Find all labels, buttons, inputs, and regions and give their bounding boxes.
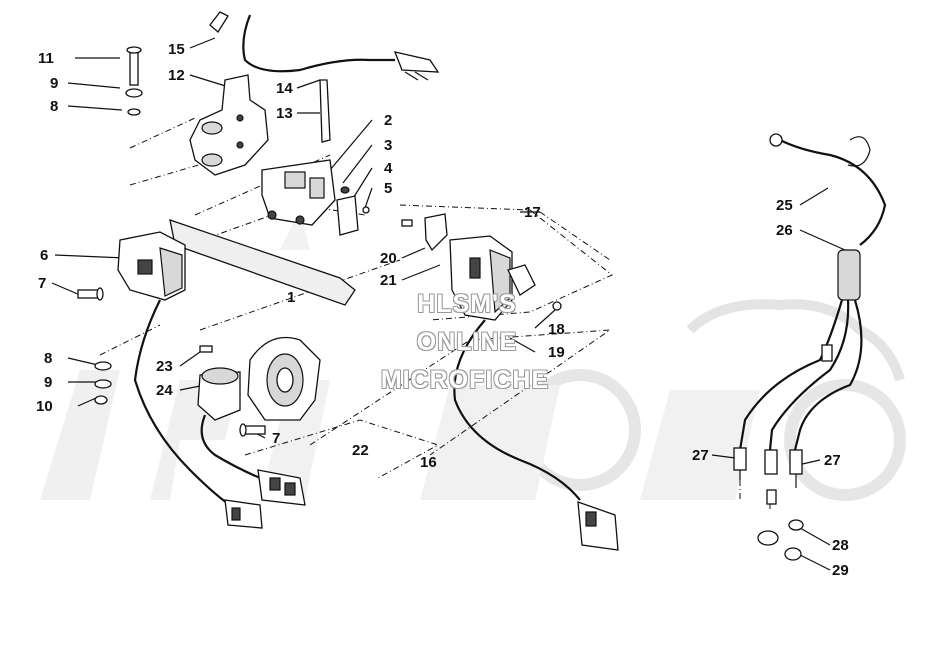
callout-3: 3 — [384, 137, 393, 154]
lockwasher-part-10 — [94, 395, 108, 405]
callout-1: 1 — [287, 289, 296, 306]
callout-21: 21 — [380, 272, 397, 289]
callout-13: 13 — [276, 105, 293, 122]
housing-part-17 — [449, 235, 513, 321]
connector-part-16 — [577, 501, 619, 551]
callout-5: 5 — [384, 180, 393, 197]
callout-7: 7 — [38, 275, 47, 292]
terminal-part-13 — [319, 79, 331, 143]
callout-23: 23 — [156, 358, 173, 375]
callout-22: 22 — [352, 442, 369, 459]
screw-part-7b — [239, 423, 266, 437]
screw-part-20 — [401, 219, 413, 227]
grip-housing-part-22 — [247, 336, 321, 421]
callout-16: 16 — [420, 454, 437, 471]
switch-body-part-2 — [261, 159, 336, 226]
housing-part-6 — [117, 231, 186, 301]
plate-part-4 — [336, 195, 359, 236]
callout-28: 28 — [832, 537, 849, 554]
ring-part-29 — [784, 547, 802, 561]
callout-19: 19 — [548, 344, 565, 361]
wire-part-16 — [453, 319, 581, 501]
watermark-line-3: MICROFICHE — [380, 366, 550, 394]
callout-7b: 7 — [272, 430, 281, 447]
spring-part-3 — [340, 186, 350, 194]
sensor-part-27b — [764, 449, 803, 505]
cable-part-14 — [209, 11, 440, 81]
nut-part-8b — [94, 361, 112, 371]
callout-11: 11 — [38, 50, 54, 67]
callout-29: 29 — [832, 562, 849, 579]
wire-harness-left — [133, 299, 231, 506]
background-logo — [40, 210, 906, 501]
harness-part-26 — [738, 133, 887, 451]
callout-9: 9 — [50, 75, 59, 92]
screw-part-7a — [77, 287, 104, 301]
sensor-part-27a — [733, 447, 747, 480]
callout-17: 17 — [524, 204, 541, 221]
callout-27b: 27 — [824, 452, 841, 469]
washer-part-9b — [94, 379, 112, 389]
screw-part-18 — [552, 301, 562, 311]
watermark-line-2: ONLINE — [416, 328, 518, 356]
screw-part-5 — [362, 206, 370, 214]
callout-8: 8 — [50, 98, 59, 115]
bolt-part-11 — [126, 46, 142, 86]
callout-18: 18 — [548, 321, 565, 338]
callout-27a: 27 — [692, 447, 709, 464]
callout-10: 10 — [36, 398, 53, 415]
callout-25: 25 — [776, 197, 793, 214]
callout-2: 2 — [384, 112, 393, 129]
callout-24: 24 — [156, 382, 173, 399]
leader-lines — [51, 37, 846, 571]
callout-12: 12 — [168, 67, 185, 84]
washer-part-9 — [125, 88, 143, 98]
callout-4: 4 — [384, 160, 393, 177]
wire-button — [200, 414, 266, 482]
watermark-line-1: HLSM'S — [417, 290, 517, 318]
switch-part-19 — [507, 264, 536, 296]
fitting-part-28 — [757, 519, 804, 546]
connector-left — [224, 499, 263, 529]
callout-14: 14 — [276, 80, 293, 97]
callout-8b: 8 — [44, 350, 53, 367]
handlebar-part-1 — [169, 219, 356, 306]
bracket-part-12 — [189, 74, 269, 176]
clip-part-20 — [424, 213, 448, 252]
connector-mid — [257, 469, 306, 506]
callout-26: 26 — [776, 222, 793, 239]
callout-9b: 9 — [44, 374, 53, 391]
callout-6: 6 — [40, 247, 49, 264]
callout-20: 20 — [380, 250, 397, 267]
nut-part-8 — [127, 108, 141, 116]
screw-part-23 — [199, 345, 213, 353]
button-part-24 — [197, 367, 241, 421]
callout-15: 15 — [168, 41, 185, 58]
